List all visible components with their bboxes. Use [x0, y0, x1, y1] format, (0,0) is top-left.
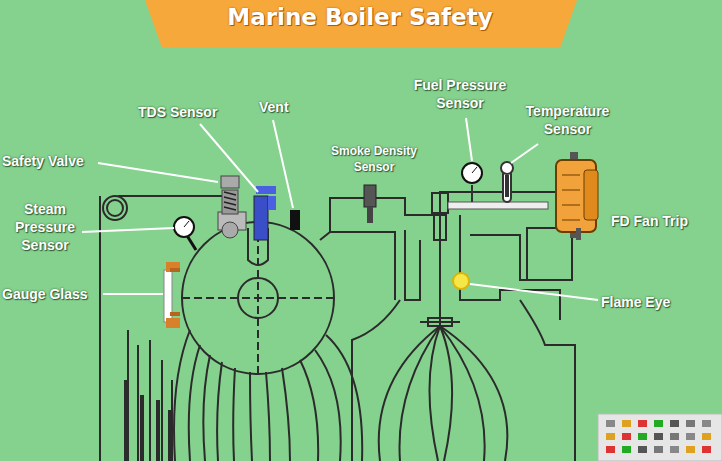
- tube-fills: [124, 380, 172, 461]
- title: Marine Boiler Safety: [150, 4, 570, 30]
- panel-button: [686, 446, 695, 453]
- fd-fan-motor: [556, 152, 598, 240]
- vent: [290, 210, 300, 230]
- panel-button: [622, 433, 631, 440]
- panel-button: [654, 446, 663, 453]
- title-banner: [145, 0, 577, 48]
- callout-label: Temperature Sensor: [515, 102, 620, 138]
- gauge-glass: [164, 262, 180, 328]
- panel-button: [702, 420, 711, 427]
- panel-button: [638, 420, 647, 427]
- boiler-outline: [100, 192, 575, 461]
- panel-button: [686, 433, 695, 440]
- panel-button: [654, 433, 663, 440]
- panel-button: [670, 433, 679, 440]
- control-panel: [598, 414, 722, 461]
- flame-eye: [453, 273, 469, 289]
- callout-label: Flame Eye: [601, 293, 719, 311]
- callout-label: Safety Valve: [2, 152, 102, 170]
- callout-label: Gauge Glass: [2, 285, 106, 303]
- callout-label: Vent: [259, 98, 309, 116]
- panel-button: [670, 420, 679, 427]
- panel-button: [638, 433, 647, 440]
- panel-button: [638, 446, 647, 453]
- tds-sensor: [254, 186, 276, 240]
- panel-button: [670, 446, 679, 453]
- callout-label: Smoke Density Sensor: [318, 144, 430, 175]
- fuel-line: [448, 162, 548, 209]
- panel-button: [622, 420, 631, 427]
- leader-lines: [82, 118, 598, 300]
- panel-button: [702, 433, 711, 440]
- panel-button: [654, 420, 663, 427]
- panel-button: [702, 446, 711, 453]
- safety-valve: [218, 176, 246, 238]
- panel-button: [606, 433, 615, 440]
- steam-pressure-gauge: [174, 217, 196, 250]
- smoke-density-sensor: [364, 185, 376, 223]
- panel-button: [606, 446, 615, 453]
- panel-button: [686, 420, 695, 427]
- callout-label: Steam Pressure Sensor: [6, 200, 84, 255]
- callout-label: TDS Sensor: [138, 103, 248, 121]
- callout-label: Fuel Pressure Sensor: [405, 76, 515, 112]
- panel-button: [622, 446, 631, 453]
- callout-label: FD Fan Trip: [611, 212, 719, 230]
- panel-button: [606, 420, 615, 427]
